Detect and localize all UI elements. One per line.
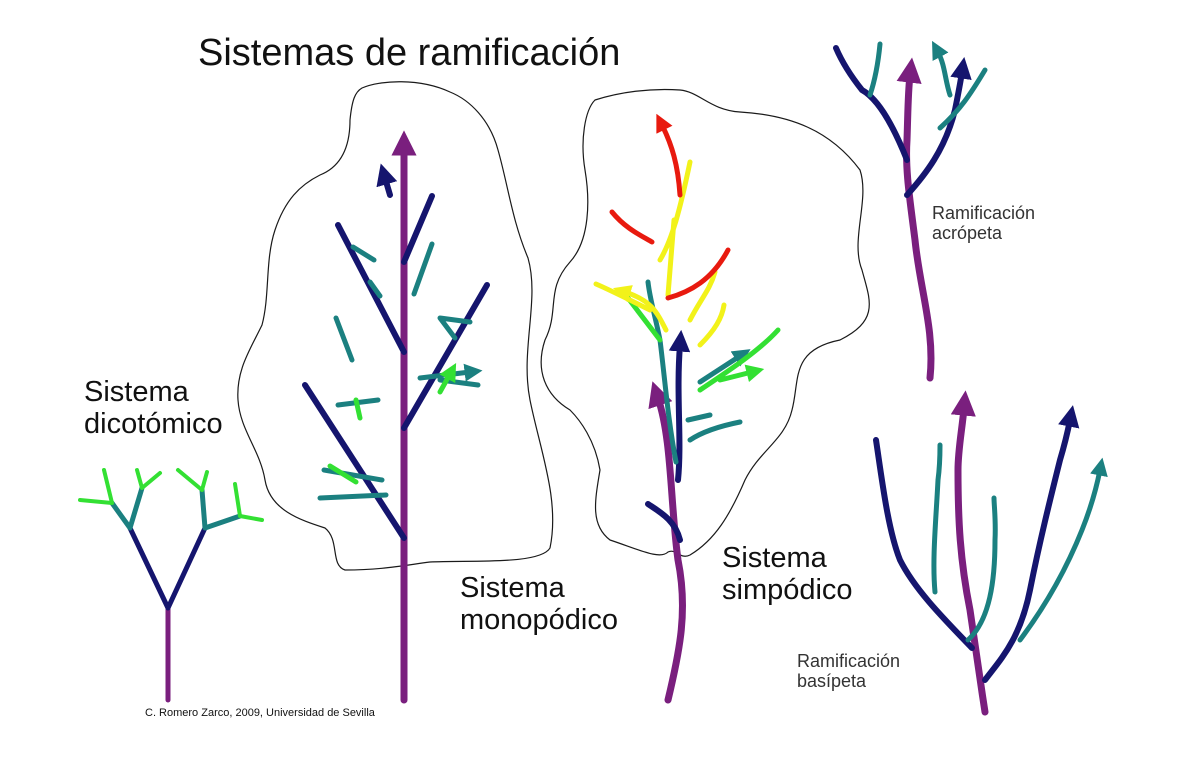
sympodial-tree <box>540 88 870 704</box>
sympodial-label-line-1: Sistema <box>722 542 827 574</box>
dichotomous-label-line-2: dicotómico <box>84 408 223 441</box>
monopodial-label: Sistema monopódico <box>460 572 618 637</box>
basipetal-label-line-2: basípeta <box>797 671 867 692</box>
basipetal-label: Ramificación basípeta <box>797 651 900 691</box>
basipetal-tree <box>873 390 1100 716</box>
basipetal-label-line-1: Ramificación <box>797 651 901 671</box>
monopodial-label-line-1: Sistema <box>460 572 565 604</box>
monopodial-crown-outline <box>237 81 554 571</box>
sympodial-crown-outline <box>540 88 870 557</box>
acropetal-tree <box>833 44 988 382</box>
monopodial-label-line-2: monopódico <box>460 604 618 637</box>
dichotomous-label-line-1: Sistema <box>84 376 189 408</box>
dichotomous-tree <box>78 468 264 703</box>
acropetal-label: Ramificación acrópeta <box>932 203 1035 243</box>
dichotomous-label: Sistema dicotómico <box>84 376 223 441</box>
diagram-title: Sistemas de ramificación <box>198 32 621 74</box>
monopodial-tree <box>237 81 554 704</box>
sympodial-label-line-2: simpódico <box>722 574 853 607</box>
acropetal-label-line-1: Ramificación <box>932 203 1036 223</box>
credit-text: C. Romero Zarco, 2009, Universidad de Se… <box>145 707 375 719</box>
acropetal-label-line-2: acrópeta <box>932 223 1003 244</box>
sympodial-label: Sistema simpódico <box>722 542 853 607</box>
